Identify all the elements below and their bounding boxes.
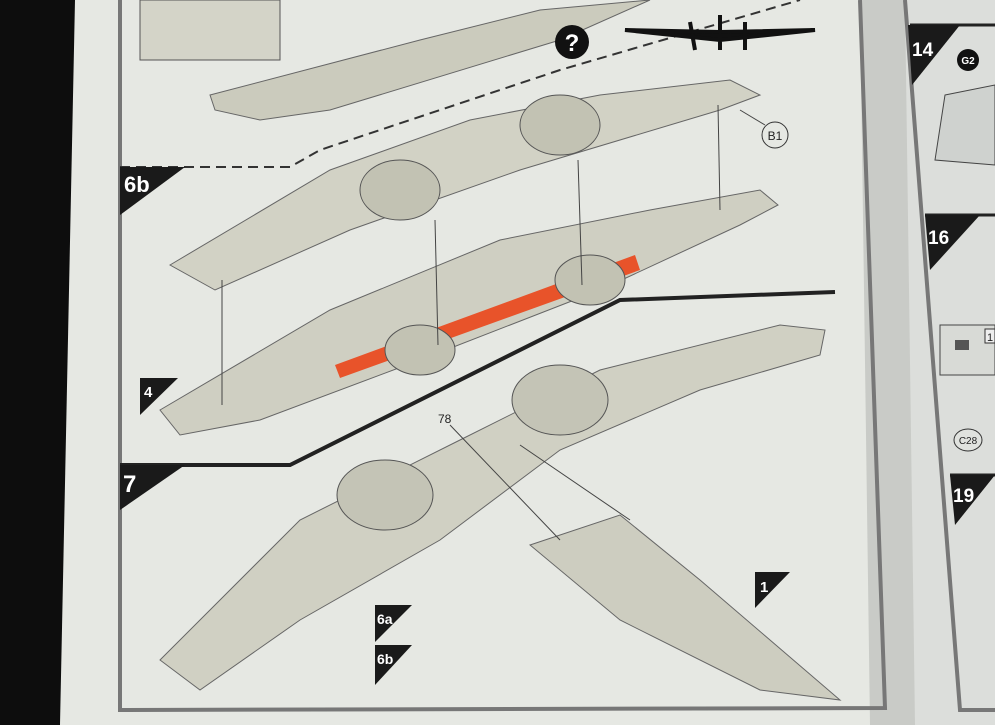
guide-line	[577, 159, 583, 286]
right-frame	[903, 0, 995, 712]
step-number: 7	[123, 471, 136, 498]
guide-line	[449, 424, 561, 541]
step-badge-6b	[120, 167, 185, 215]
guide-line	[434, 219, 439, 346]
step-badge-19	[950, 475, 995, 525]
part-label-c28: C28	[959, 436, 978, 447]
gear-bay-left	[384, 324, 456, 376]
step-number: 14	[912, 40, 934, 61]
engine-nacelle-assembled-right	[511, 364, 609, 436]
step-number: 4	[144, 384, 153, 401]
inset-box	[139, 0, 281, 61]
inset-label-box	[984, 328, 995, 344]
step-badge-7	[120, 465, 185, 510]
leader-line	[739, 109, 766, 126]
step-badge-16	[925, 215, 980, 270]
aircraft-silhouette-icon	[624, 15, 816, 51]
step-badge-14	[908, 25, 960, 85]
part-label-b1: B1	[768, 129, 783, 143]
lower-wing-part	[159, 189, 779, 436]
step-number: 6b	[377, 651, 393, 667]
step-number: 6a	[377, 611, 393, 627]
step-number: 6b	[124, 172, 150, 197]
step-number: 1	[760, 579, 768, 596]
step-number: 16	[928, 228, 949, 249]
part-callout-circle	[957, 49, 979, 71]
engine-nacelle-assembled-left	[336, 459, 434, 531]
step-badge-4	[140, 378, 178, 415]
part-callout-circle	[953, 428, 983, 452]
canopy-part	[934, 84, 995, 166]
part-label-78: 78	[438, 412, 452, 426]
guide-line	[717, 104, 721, 211]
guide-line	[519, 444, 631, 521]
inset-part	[955, 340, 969, 350]
engine-nacelle-right	[519, 94, 601, 156]
part-label-g2: G2	[961, 56, 975, 67]
step-number: 19	[953, 486, 974, 507]
question-mark: ?	[565, 30, 580, 57]
step-ref-badge-6a	[375, 605, 412, 642]
step-ref-badge-1	[755, 572, 790, 608]
engine-nacelle-left	[359, 159, 441, 221]
part-callout-circle	[761, 121, 789, 149]
question-icon	[555, 25, 589, 59]
gear-bay-right	[554, 254, 626, 306]
step-divider	[120, 290, 836, 467]
fuselage-part	[528, 514, 842, 701]
step-ref-badge-6b	[375, 645, 412, 685]
left-page	[60, 0, 895, 725]
inset-number: 1	[987, 332, 993, 344]
left-frame	[118, 0, 888, 713]
page-fold-shadow	[860, 0, 915, 725]
dashed-divider	[120, 0, 801, 168]
upper-wing-part	[168, 79, 762, 291]
assembled-wing	[159, 324, 826, 691]
